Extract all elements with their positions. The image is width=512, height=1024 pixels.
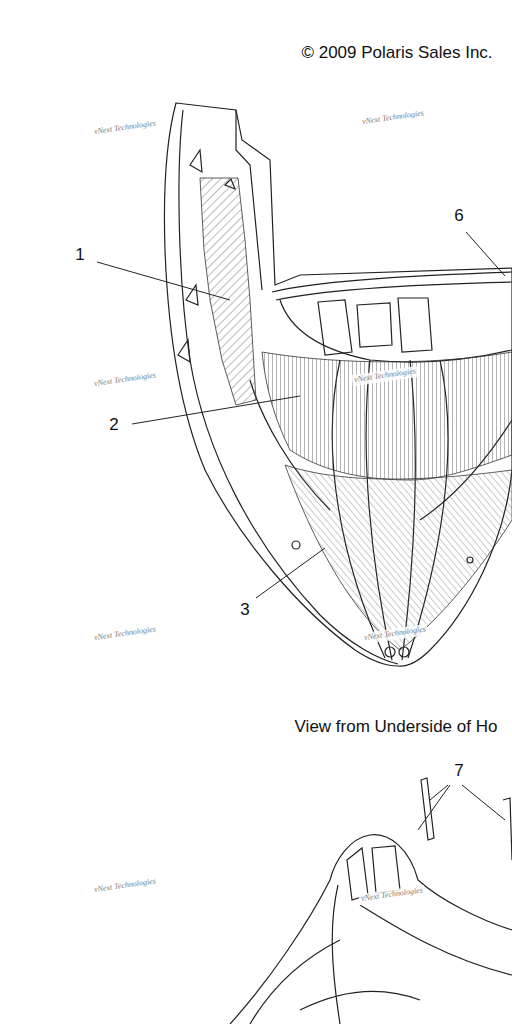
leader-line [256, 548, 325, 598]
copyright-notice: © 2009 Polaris Sales Inc. [301, 44, 492, 63]
watermark: vNext Technologies [360, 108, 427, 128]
leader-line [462, 785, 505, 820]
view-caption: View from Underside of Ho [295, 718, 498, 737]
watermark: vNext Technologies [92, 118, 159, 138]
leader-line [466, 232, 505, 276]
windshield-opening [272, 272, 512, 362]
callout-number: 3 [240, 601, 249, 620]
callout-number: 6 [454, 207, 463, 226]
watermark: vNext Technologies [92, 370, 159, 390]
watermark: vNext Technologies [92, 876, 159, 896]
callout-number: 2 [109, 416, 118, 435]
decal-2-area [262, 352, 512, 480]
watermark: vNext Technologies [92, 624, 159, 644]
leader-line [97, 262, 230, 300]
watermark: vNext Technologies [359, 885, 426, 905]
callout-number: 1 [75, 246, 84, 265]
decal-3-area [285, 465, 512, 650]
windshield-view [230, 835, 512, 1024]
trim-strip [503, 798, 512, 860]
trim-strip [421, 778, 434, 840]
hood-outline [164, 103, 512, 666]
leader-line [430, 785, 448, 800]
callout-number: 7 [454, 762, 463, 781]
leader-line [132, 396, 300, 424]
decal-1-area [200, 178, 256, 405]
